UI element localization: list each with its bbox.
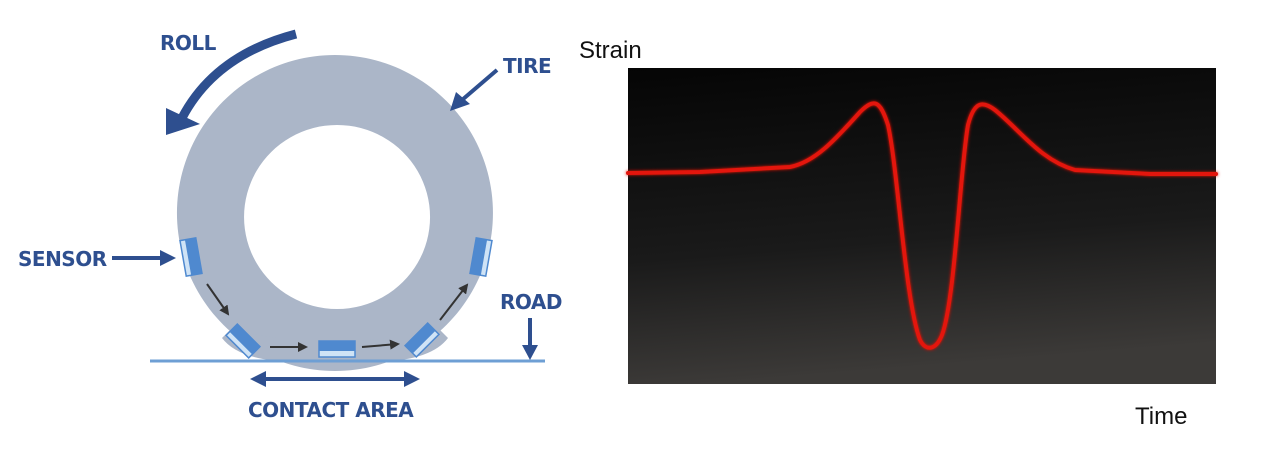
motion-arrow-1 [206, 283, 230, 316]
sensor-pointer-arrowhead [160, 250, 176, 266]
motion-arrow-3 [361, 339, 400, 350]
sensor-right-upper [469, 237, 493, 277]
roll-arrowhead [166, 108, 200, 135]
tire-pointer-arrow [460, 68, 499, 102]
plot-xlabel: Time [1135, 403, 1187, 430]
tire-pointer-arrowhead [450, 92, 470, 111]
contact-area-arrowhead-right [404, 371, 420, 387]
tire-ring [176, 55, 493, 371]
motion-arrow-4 [439, 283, 469, 321]
roll-arrow [178, 29, 298, 121]
roll-label: ROLL [160, 31, 217, 55]
sensor-right-lower [403, 321, 441, 359]
road-label: ROAD [500, 290, 562, 314]
strain-signal-curve [626, 101, 1218, 350]
sensor-bottom [318, 340, 356, 358]
plot-ylabel: Strain [579, 37, 642, 64]
sensor-label: SENSOR [18, 247, 107, 271]
sensor-left-upper [179, 237, 203, 277]
contact-area-arrowhead-left [250, 371, 266, 387]
contact-area-label: CONTACT AREA [248, 398, 414, 422]
road-pointer-arrowhead [522, 345, 538, 360]
tire-label: TIRE [503, 54, 551, 78]
plot-area [628, 68, 1216, 384]
sensor-left-lower [224, 322, 262, 360]
